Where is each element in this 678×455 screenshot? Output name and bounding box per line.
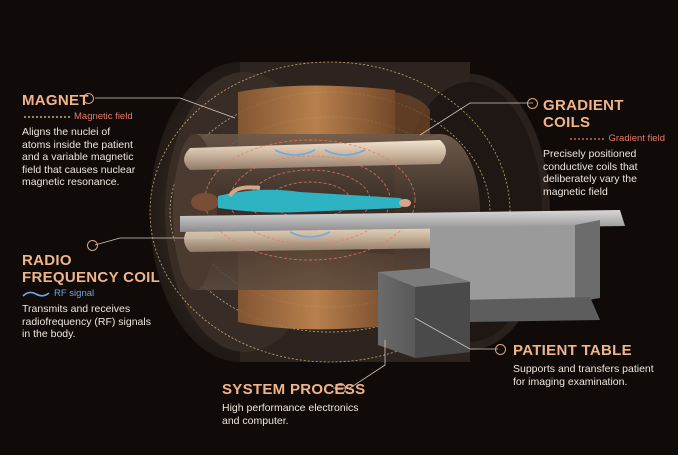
system-desc-line: High performance electronics [222, 402, 359, 414]
system-process-description: High performance electronics and compute… [222, 402, 422, 427]
rf-desc-line: Transmits and receives [22, 303, 131, 315]
gradient-desc-line: magnetic field [543, 185, 608, 198]
gradient-coils-title: GRADIENT COILS [543, 97, 624, 131]
gradient-desc-line: Precisely positioned [543, 148, 637, 160]
patient-table-shape [180, 210, 625, 322]
gradient-field-legend: Gradient field [543, 133, 673, 144]
rf-ring-marker [87, 240, 98, 251]
patient-table-title: PATIENT TABLE [513, 342, 632, 359]
gradient-field-dashed-icon [570, 137, 605, 140]
table-desc-line: Supports and transfers patient [513, 363, 654, 375]
magnetic-field-legend: Magnetic field [22, 111, 182, 122]
rf-signal-legend: RF signal [22, 288, 182, 299]
system-ring-marker [335, 383, 346, 394]
system-process-label: SYSTEM PROCESS High performance electron… [222, 381, 422, 427]
table-desc-line: for imaging examination. [513, 375, 628, 388]
magnet-ring-marker [83, 93, 94, 104]
magnet-desc-line: and a variable magnetic [22, 151, 134, 163]
rf-coil-description: Transmits and receives radiofrequency (R… [22, 303, 182, 341]
rf-coil-title-line2: FREQUENCY COIL [22, 269, 161, 286]
gradient-desc-line: deliberately vary the [543, 173, 637, 185]
gradient-desc-line: conductive coils that [543, 160, 638, 173]
magnetic-field-legend-text: Magnetic field [74, 111, 133, 122]
gradient-coils-label: GRADIENT COILS Gradient field Precisely … [543, 97, 673, 198]
magnet-desc-line: field that causes nuclear [22, 163, 136, 176]
rf-signal-legend-text: RF signal [54, 288, 95, 299]
rf-desc-line: in the body. [22, 328, 76, 340]
gradient-ring-marker [527, 98, 538, 109]
system-process-box [378, 268, 470, 358]
table-ring-marker [495, 344, 506, 355]
system-desc-line: and computer. [222, 414, 289, 427]
magnet-title: MAGNET [22, 92, 89, 109]
patient-table-description: Supports and transfers patient for imagi… [513, 363, 673, 388]
rf-coil-title-line1: RADIO [22, 252, 72, 269]
magnet-desc-line: magnetic resonance. [22, 176, 120, 188]
gradient-coils-description: Precisely positioned conductive coils th… [543, 148, 673, 198]
magnet-desc-line: Aligns the nuclei of [22, 126, 111, 138]
patient [191, 185, 411, 213]
patient-table-label: PATIENT TABLE Supports and transfers pat… [513, 342, 673, 388]
system-process-title: SYSTEM PROCESS [222, 381, 366, 398]
gradient-field-legend-text: Gradient field [608, 133, 665, 144]
rf-signal-wave-icon [22, 291, 50, 297]
magnet-label: MAGNET Magnetic field Aligns the nuclei … [22, 92, 182, 189]
rf-coil-label: RADIO FREQUENCY COIL RF signal Transmits… [22, 252, 182, 341]
magnet-desc-line: atoms inside the patient [22, 138, 133, 151]
magnet-description: Aligns the nuclei of atoms inside the pa… [22, 126, 182, 189]
rf-desc-line: radiofrequency (RF) signals [22, 315, 151, 328]
magnetic-field-dotted-icon [24, 115, 70, 118]
